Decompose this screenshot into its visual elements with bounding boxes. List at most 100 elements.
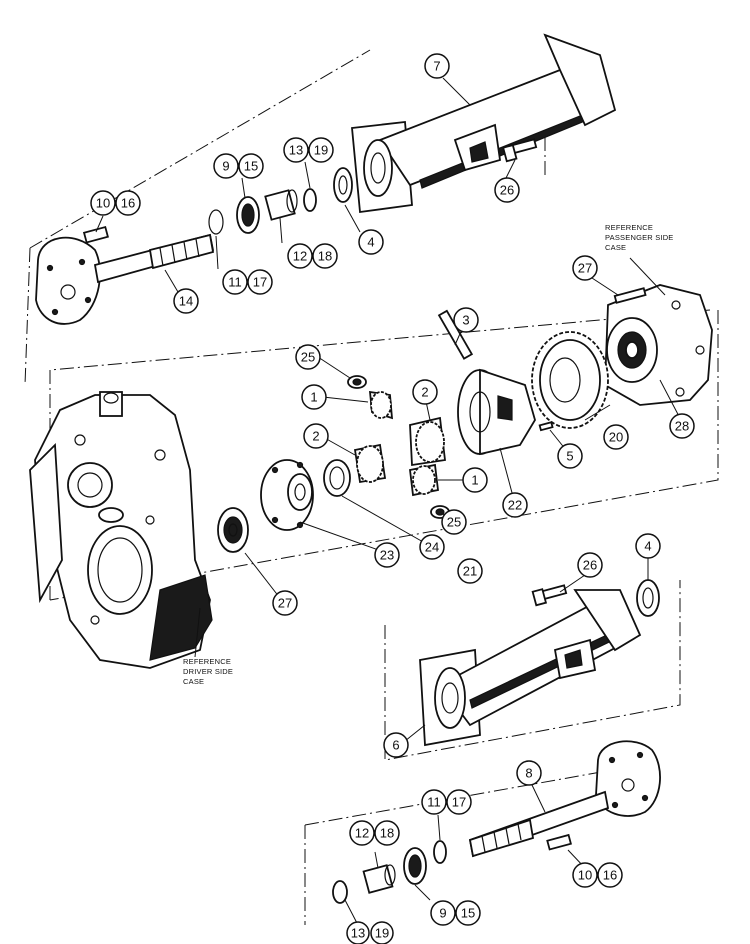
callout-2-lower: 2 <box>303 423 329 449</box>
svg-text:15: 15 <box>461 906 475 921</box>
callout-24: 24 <box>419 534 445 560</box>
bolt-26-upper <box>502 138 538 163</box>
svg-text:15: 15 <box>244 159 258 174</box>
svg-text:7: 7 <box>433 59 440 74</box>
callout-9-upper: 9 <box>213 153 239 179</box>
svg-text:10: 10 <box>578 868 592 883</box>
callout-6: 6 <box>383 732 409 758</box>
svg-text:6: 6 <box>392 738 399 753</box>
axle-shaft-upper <box>35 225 215 325</box>
callout-7: 7 <box>424 53 450 79</box>
callout-26-upper: 26 <box>494 177 520 203</box>
svg-text:10: 10 <box>96 196 110 211</box>
svg-text:24: 24 <box>425 540 439 555</box>
callout-19-upper: 19 <box>308 137 334 163</box>
note-passenger-line2: PASSENGER SIDE <box>605 233 674 242</box>
svg-text:11: 11 <box>228 275 242 290</box>
note-passenger-line3: CASE <box>605 243 626 252</box>
svg-text:18: 18 <box>318 249 332 264</box>
driver-side-case <box>29 391 213 669</box>
callout-16-upper: 16 <box>115 190 141 216</box>
svg-text:26: 26 <box>583 558 597 573</box>
svg-text:28: 28 <box>675 419 689 434</box>
callout-12-upper: 12 <box>287 243 313 269</box>
svg-text:14: 14 <box>179 294 193 309</box>
callout-4-lower: 4 <box>635 533 661 559</box>
callout-25-upper: 25 <box>295 344 321 370</box>
note-driver-side: REFERENCE DRIVER SIDE CASE <box>183 657 233 686</box>
svg-text:1: 1 <box>471 473 478 488</box>
callout-13-upper: 13 <box>283 137 309 163</box>
svg-text:20: 20 <box>609 430 623 445</box>
note-driver-line1: REFERENCE <box>183 657 231 666</box>
callout-14: 14 <box>173 288 199 314</box>
note-driver-line3: CASE <box>183 677 204 686</box>
svg-text:3: 3 <box>462 313 469 328</box>
axle-tube-lower <box>419 584 642 747</box>
svg-text:2: 2 <box>312 429 319 444</box>
callout-17-upper: 17 <box>247 269 273 295</box>
callout-17-lower: 17 <box>446 789 472 815</box>
svg-text:13: 13 <box>289 143 303 158</box>
callout-19-lower: 19 <box>370 921 394 944</box>
callout-13-lower: 13 <box>346 921 370 944</box>
callout-28: 28 <box>669 413 695 439</box>
callout-26-lower: 26 <box>577 552 603 578</box>
flange-hub <box>260 459 314 531</box>
callout-23: 23 <box>374 542 400 568</box>
callout-15-lower: 15 <box>455 900 481 926</box>
callout-10-lower: 10 <box>572 862 598 888</box>
callout-1-lower: 1 <box>462 467 488 493</box>
ring-gear <box>531 331 609 429</box>
svg-text:25: 25 <box>301 350 315 365</box>
svg-text:19: 19 <box>375 926 389 941</box>
svg-text:9: 9 <box>222 159 229 174</box>
svg-text:27: 27 <box>578 261 592 276</box>
callout-10-upper: 10 <box>90 190 116 216</box>
spider-gears <box>323 375 450 519</box>
lower-shaft-parts <box>332 840 447 904</box>
svg-text:5: 5 <box>566 449 573 464</box>
callout-12-lower: 12 <box>349 820 375 846</box>
svg-text:1: 1 <box>310 390 317 405</box>
svg-text:25: 25 <box>447 515 461 530</box>
svg-text:23: 23 <box>380 548 394 563</box>
callout-27-upper: 27 <box>572 255 598 281</box>
axle-shaft-lower <box>468 740 661 858</box>
bearing-27 <box>217 507 249 553</box>
differential-case <box>437 309 554 456</box>
callout-8: 8 <box>516 760 542 786</box>
callout-3: 3 <box>453 307 479 333</box>
svg-text:2: 2 <box>421 385 428 400</box>
callout-22: 22 <box>502 492 528 518</box>
svg-text:16: 16 <box>121 196 135 211</box>
passenger-side-case <box>604 284 713 406</box>
callout-16-lower: 16 <box>597 862 623 888</box>
axle-tube-upper <box>351 33 617 214</box>
svg-text:16: 16 <box>603 868 617 883</box>
seal-4-lower <box>636 579 660 617</box>
callout-27-lower: 27 <box>272 590 298 616</box>
callouts: 7 9 15 13 19 10 16 4 12 18 11 17 14 26 2… <box>90 53 695 944</box>
callout-18-upper: 18 <box>312 243 338 269</box>
svg-text:12: 12 <box>355 826 369 841</box>
note-driver-line2: DRIVER SIDE <box>183 667 233 676</box>
callout-11-lower: 11 <box>421 789 447 815</box>
callout-15-upper: 15 <box>238 153 264 179</box>
callout-2-upper: 2 <box>412 379 438 405</box>
callout-18-lower: 18 <box>374 820 400 846</box>
callout-4-upper: 4 <box>358 229 384 255</box>
callout-20: 20 <box>603 424 629 450</box>
svg-text:4: 4 <box>367 235 374 250</box>
note-passenger-side: REFERENCE PASSENGER SIDE CASE <box>605 223 674 252</box>
svg-text:9: 9 <box>439 906 446 921</box>
svg-text:12: 12 <box>293 249 307 264</box>
svg-text:17: 17 <box>253 275 267 290</box>
callout-9-lower: 9 <box>430 900 456 926</box>
svg-text:19: 19 <box>314 143 328 158</box>
svg-text:4: 4 <box>644 539 651 554</box>
callout-21: 21 <box>457 558 483 584</box>
note-passenger-line1: REFERENCE <box>605 223 653 232</box>
